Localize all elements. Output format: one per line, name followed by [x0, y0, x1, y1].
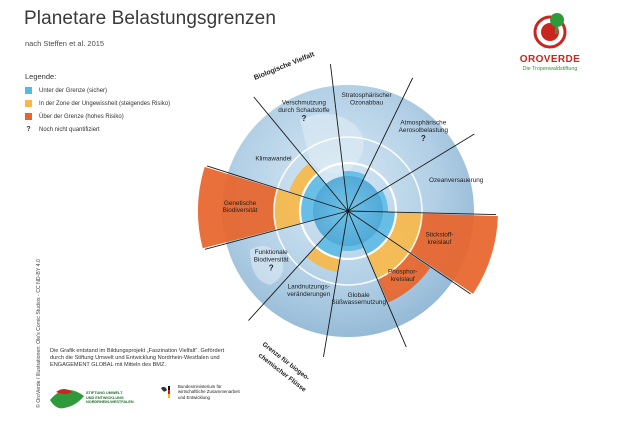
- logo-text-line: Bundesministerium für: [178, 384, 222, 389]
- wedge-nitrogen-cycle: [410, 213, 498, 294]
- segment-divider: [323, 210, 349, 358]
- label-nitrogen-cycle: Stickstoff-kreislauf: [425, 232, 453, 246]
- segment-divider: [206, 165, 349, 212]
- funding-text: Die Grafik entstand im Bildungsprojekt „…: [50, 348, 225, 368]
- legend-item-high-risk: Über der Grenze (hohes Risiko): [25, 113, 124, 120]
- legend-swatch-high-risk: [25, 113, 32, 120]
- divider-lines: [204, 63, 496, 358]
- group-label-biodiversity: Biologische Vielfalt: [253, 51, 316, 82]
- bmz-logo-text: Bundesministerium für wirtschaftliche Zu…: [178, 384, 240, 400]
- question-mark-icon: ?: [269, 264, 274, 273]
- wedge-land-system-change: [306, 247, 340, 273]
- logo-text-line: wirtschaftliche Zusammenarbeit: [178, 389, 240, 395]
- brand-name: OROVERDE: [519, 54, 581, 65]
- credit-line: © OroVerde / Illustrationen: Ole's Comic…: [36, 259, 42, 408]
- oroverde-logo-icon: [533, 13, 567, 49]
- wedge-nitrogen-cycle: [388, 212, 422, 252]
- question-mark-icon: ?: [301, 114, 306, 123]
- label-ocean-acidification: Ozeanversauerung: [429, 177, 484, 184]
- segment-divider: [347, 210, 407, 348]
- wedge-phosphorus-cycle: [367, 238, 409, 279]
- legend-label: In der Zone der Ungewissheit (steigendes…: [39, 100, 171, 107]
- logo-text-line: STIFTUNG UMWELT: [86, 391, 123, 395]
- label-climate-change: Klimawandel: [255, 156, 291, 163]
- logo-text-line: UND ENTWICKLUNG: [86, 395, 124, 400]
- brand-tagline: Die Tropenwaldstiftung: [522, 66, 578, 72]
- nrw-foundation-logo-icon: [50, 389, 84, 409]
- wedge-genetic-diversity: [274, 189, 302, 230]
- page-title: Planetare Belastungsgrenzen: [24, 8, 276, 29]
- wedge-phosphorus-cycle: [378, 253, 431, 303]
- logo-text-line: NORDRHEIN-WESTFALEN: [86, 400, 134, 405]
- segment-divider: [347, 210, 471, 295]
- boundary-ring: [298, 161, 398, 261]
- wedges-layer: [198, 163, 498, 303]
- wedge-genetic-diversity: [198, 166, 277, 249]
- page-subtitle: nach Steffen et al. 2015: [25, 39, 105, 48]
- legend-label: Noch nicht quantifiziert: [39, 126, 100, 133]
- legend-label: Unter der Grenze (sicher): [39, 87, 108, 94]
- bmz-logo-icon: [161, 386, 170, 398]
- unquantified-markers: ???: [269, 114, 426, 273]
- uncertainty-ring: [273, 136, 423, 286]
- segment-divider: [347, 210, 496, 215]
- wedge-climate-change: [289, 163, 317, 196]
- legend-item-uncertain: In der Zone der Ungewissheit (steigendes…: [25, 100, 170, 107]
- label-phosphorus-cycle: Phosphor-kreislauf: [388, 269, 418, 283]
- legend-item-unquantified: ? Noch nicht quantifiziert: [25, 126, 100, 133]
- legend-label: Über der Grenze (hohes Risiko): [39, 113, 124, 120]
- label-land-system-change: Landnutzungs-veränderungen: [287, 283, 330, 297]
- legend-title: Legende:: [25, 72, 57, 81]
- legend-item-safe: Unter der Grenze (sicher): [25, 87, 107, 94]
- segment-divider: [248, 210, 349, 321]
- segment-divider: [253, 96, 349, 212]
- segment-divider: [329, 63, 349, 212]
- segment-divider: [347, 133, 475, 212]
- question-mark-icon: ?: [421, 134, 426, 143]
- legend-swatch-uncertain: [25, 100, 32, 107]
- logo-text-line: und Entwicklung: [178, 394, 210, 400]
- segment-divider: [347, 77, 414, 212]
- question-mark-icon: ?: [26, 126, 31, 133]
- segment-divider: [204, 210, 349, 250]
- legend-swatch-safe: [25, 87, 32, 94]
- nrw-foundation-logo-text: STIFTUNG UMWELT UND ENTWICKLUNG NORDRHEI…: [86, 391, 134, 405]
